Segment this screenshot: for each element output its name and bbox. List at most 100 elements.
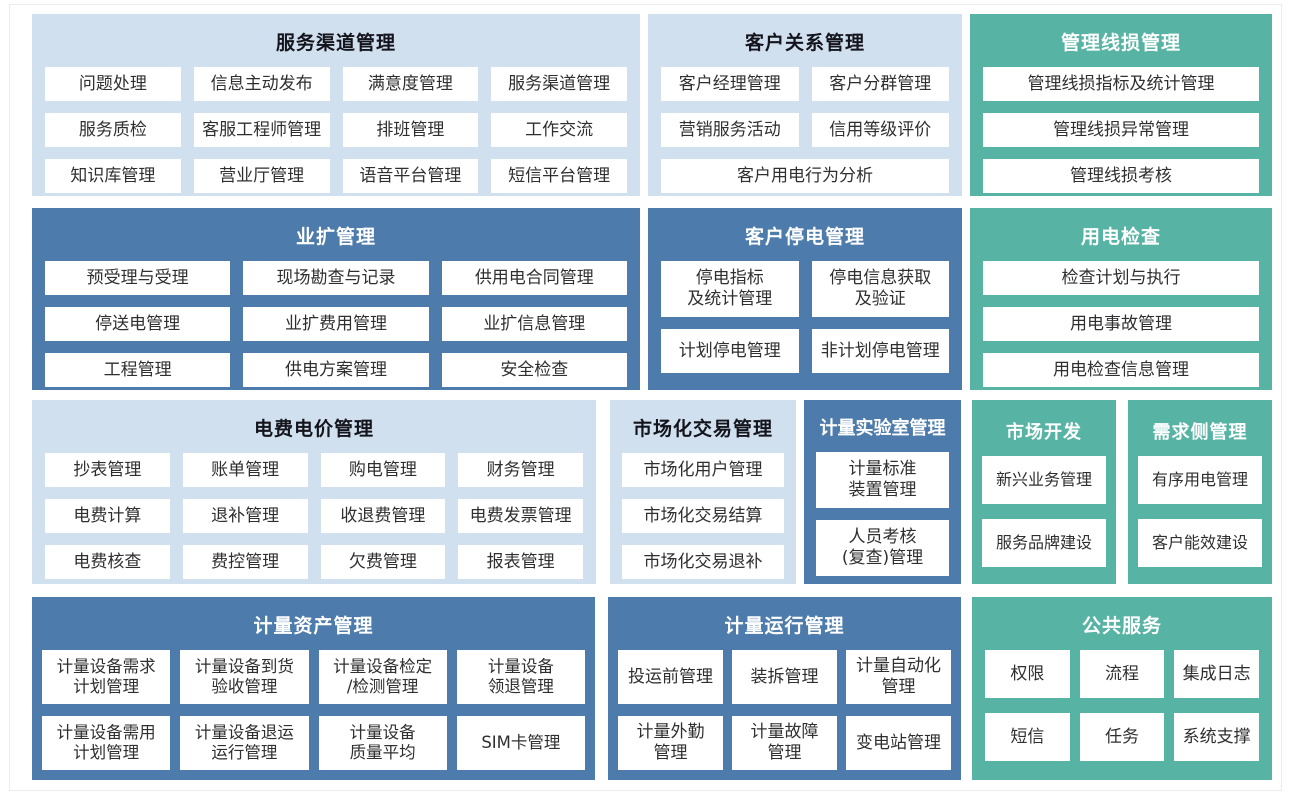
block-metering-lab: 计量实验室管理 计量标准 装置管理 人员考核 (复查)管理 xyxy=(804,400,961,584)
module-box: 任务 xyxy=(1079,713,1165,761)
module-box: 客户分群管理 xyxy=(811,67,949,101)
module-box: 营业厅管理 xyxy=(193,159,330,193)
module-box: 客服工程师管理 xyxy=(193,113,330,147)
module-box: 排班管理 xyxy=(342,113,479,147)
module-box: 停电指标 及统计管理 xyxy=(661,261,799,317)
module-box: 用电事故管理 xyxy=(983,307,1259,341)
module-box: 管理线损考核 xyxy=(983,159,1259,193)
block-market-trading: 市场化交易管理 市场化用户管理 市场化交易结算 市场化交易退补 xyxy=(610,400,796,584)
module-grid: 权限 流程 集成日志 短信 任务 系统支撑 xyxy=(972,650,1272,773)
module-box: 问题处理 xyxy=(45,67,181,101)
module-box: 购电管理 xyxy=(320,453,446,487)
block-metering-assets: 计量资产管理 计量设备需求 计划管理 计量设备到货 验收管理 计量设备检定 /检… xyxy=(32,597,595,780)
block-title: 计量资产管理 xyxy=(253,615,374,637)
module-grid: 抄表管理 账单管理 购电管理 财务管理 电费计算 退补管理 收退费管理 电费发票… xyxy=(32,453,596,591)
block-metering-operation: 计量运行管理 投运前管理 装拆管理 计量自动化 管理 计量外勤 管理 计量故障 … xyxy=(608,597,961,780)
module-box: 工程管理 xyxy=(45,353,231,387)
module-box: 服务品牌建设 xyxy=(982,519,1106,567)
module-box: 退补管理 xyxy=(182,499,308,533)
module-box: 市场化交易结算 xyxy=(622,499,784,533)
module-box: 计量标准 装置管理 xyxy=(816,452,949,508)
module-box: 非计划停电管理 xyxy=(811,329,949,373)
module-box: 电费发票管理 xyxy=(458,499,583,533)
module-box: 供电方案管理 xyxy=(243,353,429,387)
block-title: 客户关系管理 xyxy=(744,32,865,54)
module-box: 收退费管理 xyxy=(320,499,446,533)
block-market-development: 市场开发 新兴业务管理 服务品牌建设 xyxy=(972,400,1116,584)
module-box: 装拆管理 xyxy=(732,650,837,704)
module-box: 计量设备 质量平均 xyxy=(318,716,447,770)
module-box: 服务质检 xyxy=(45,113,181,147)
module-box: 计量外勤 管理 xyxy=(618,716,723,770)
module-grid: 客户经理管理 客户分群管理 营销服务活动 信用等级评价 客户用电行为分析 xyxy=(648,67,962,205)
module-box: 客户用电行为分析 xyxy=(661,159,949,193)
module-box: 业扩信息管理 xyxy=(441,307,627,341)
module-box: 人员考核 (复查)管理 xyxy=(816,520,949,576)
module-box: 计量设备退运 运行管理 xyxy=(180,716,309,770)
module-box: 检查计划与执行 xyxy=(983,261,1259,295)
block-title: 客户停电管理 xyxy=(744,226,865,248)
module-box: 安全检查 xyxy=(441,353,627,387)
module-box: 供用电合同管理 xyxy=(441,261,627,295)
module-box: 系统支撑 xyxy=(1174,713,1259,761)
module-box: 计量设备检定 /检测管理 xyxy=(318,650,447,704)
block-business-expansion: 业扩管理 预受理与受理 现场勘查与记录 供用电合同管理 停送电管理 业扩费用管理… xyxy=(32,208,640,390)
module-box: 工作交流 xyxy=(491,113,627,147)
module-box: 业扩费用管理 xyxy=(243,307,429,341)
block-title: 业扩管理 xyxy=(295,226,376,248)
block-title: 市场开发 xyxy=(1006,422,1082,443)
block-customer-outage: 客户停电管理 停电指标 及统计管理 停电信息获取 及验证 计划停电管理 非计划停… xyxy=(648,208,962,390)
block-line-loss: 管理线损管理 管理线损指标及统计管理 管理线损异常管理 管理线损考核 xyxy=(970,14,1272,196)
block-title: 用电检查 xyxy=(1080,226,1161,248)
module-box: 现场勘查与记录 xyxy=(243,261,429,295)
block-power-inspection: 用电检查 检查计划与执行 用电事故管理 用电检查信息管理 xyxy=(970,208,1272,390)
module-box: 客户能效建设 xyxy=(1138,519,1262,567)
module-grid: 计量标准 装置管理 人员考核 (复查)管理 xyxy=(804,452,961,588)
module-box: 电费计算 xyxy=(45,499,170,533)
module-box: 报表管理 xyxy=(458,545,583,579)
block-demand-side: 需求侧管理 有序用电管理 客户能效建设 xyxy=(1128,400,1272,584)
module-box: 语音平台管理 xyxy=(342,159,479,193)
block-service-channel: 服务渠道管理 问题处理 信息主动发布 满意度管理 服务渠道管理 服务质检 客服工… xyxy=(32,14,640,196)
block-title: 计量实验室管理 xyxy=(819,418,946,439)
module-box: 账单管理 xyxy=(182,453,308,487)
block-title: 需求侧管理 xyxy=(1152,422,1248,443)
block-title: 管理线损管理 xyxy=(1060,32,1181,54)
module-box: 集成日志 xyxy=(1174,650,1259,698)
module-grid: 投运前管理 装拆管理 计量自动化 管理 计量外勤 管理 计量故障 管理 变电站管… xyxy=(608,650,961,782)
block-title: 计量运行管理 xyxy=(724,615,845,637)
module-box: 停电信息获取 及验证 xyxy=(811,261,949,317)
module-grid: 停电指标 及统计管理 停电信息获取 及验证 计划停电管理 非计划停电管理 xyxy=(648,261,962,385)
module-box: 信息主动发布 xyxy=(193,67,330,101)
module-box: 信用等级评价 xyxy=(811,113,949,147)
module-box: 管理线损异常管理 xyxy=(983,113,1259,147)
module-box: 有序用电管理 xyxy=(1138,456,1262,504)
module-grid: 问题处理 信息主动发布 满意度管理 服务渠道管理 服务质检 客服工程师管理 排班… xyxy=(32,67,640,205)
module-box: 权限 xyxy=(985,650,1070,698)
module-box: 投运前管理 xyxy=(618,650,723,704)
module-box: 计量设备到货 验收管理 xyxy=(180,650,309,704)
module-box: 用电检查信息管理 xyxy=(983,353,1259,387)
module-grid: 新兴业务管理 服务品牌建设 xyxy=(972,456,1116,579)
module-box: 计量自动化 管理 xyxy=(846,650,951,704)
module-box: 客户经理管理 xyxy=(661,67,799,101)
module-box: 短信平台管理 xyxy=(491,159,627,193)
module-box: 管理线损指标及统计管理 xyxy=(983,67,1259,101)
module-box: 计量设备 领退管理 xyxy=(456,650,585,704)
module-box: 知识库管理 xyxy=(45,159,181,193)
block-title: 市场化交易管理 xyxy=(632,418,773,440)
module-box: 市场化交易退补 xyxy=(622,545,784,579)
module-box: 新兴业务管理 xyxy=(982,456,1106,504)
module-box: 变电站管理 xyxy=(846,716,951,770)
block-billing-pricing: 电费电价管理 抄表管理 账单管理 购电管理 财务管理 电费计算 退补管理 收退费… xyxy=(32,400,596,584)
module-grid: 市场化用户管理 市场化交易结算 市场化交易退补 xyxy=(610,453,796,591)
module-grid: 预受理与受理 现场勘查与记录 供用电合同管理 停送电管理 业扩费用管理 业扩信息… xyxy=(32,261,640,399)
module-box: 费控管理 xyxy=(182,545,308,579)
block-public-services: 公共服务 权限 流程 集成日志 短信 任务 系统支撑 xyxy=(972,597,1272,780)
module-box: 服务渠道管理 xyxy=(491,67,627,101)
module-grid: 计量设备需求 计划管理 计量设备到货 验收管理 计量设备检定 /检测管理 计量设… xyxy=(32,650,595,782)
module-box: 计量设备需用 计划管理 xyxy=(42,716,171,770)
block-title: 电费电价管理 xyxy=(253,418,374,440)
module-box: 预受理与受理 xyxy=(45,261,231,295)
